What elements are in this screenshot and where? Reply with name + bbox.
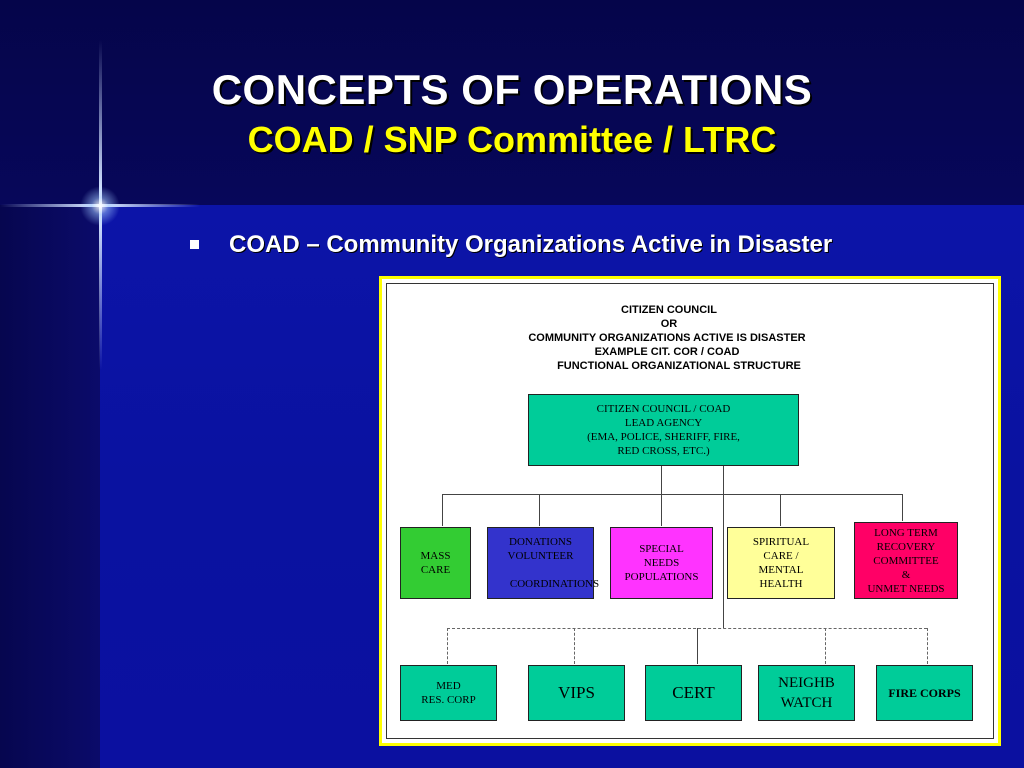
box-line: SPECIAL [639, 543, 684, 555]
neighborhood-watch-box: NEIGHB WATCH [758, 665, 855, 721]
org-heading-line: EXAMPLE CIT. COR / COAD [594, 346, 740, 358]
title-band [0, 0, 1024, 205]
box-line: & [901, 568, 911, 581]
lead-line: CITIZEN COUNCIL / COAD [596, 403, 731, 415]
bullet-text: COAD – Community Organizations Active in… [229, 231, 833, 258]
dashed-connector [825, 628, 826, 664]
lead-line: RED CROSS, ETC.) [617, 445, 710, 457]
dashed-connector [447, 628, 448, 664]
connector-line [902, 494, 903, 521]
connector-line [780, 494, 781, 526]
lead-line: (EMA, POLICE, SHERIFF, FIRE, [587, 431, 740, 443]
fire-corps-box: FIRE CORPS [876, 665, 973, 721]
org-heading-line: OR [660, 318, 678, 330]
box-line: CERT [672, 683, 715, 702]
connector-line [442, 494, 902, 495]
org-chart: CITIZEN COUNCIL OR COMMUNITY ORGANIZATIO… [386, 283, 994, 739]
dashed-connector [574, 628, 575, 664]
dashed-connector [927, 628, 928, 664]
box-line: VOLUNTEER [507, 550, 574, 562]
box-line: POPULATIONS [624, 571, 699, 583]
light-flare-glow [80, 186, 120, 226]
mass-care-box: MASS CARE [400, 527, 471, 599]
org-heading-line: CITIZEN COUNCIL [621, 304, 717, 316]
org-heading: CITIZEN COUNCIL OR COMMUNITY ORGANIZATIO… [387, 303, 947, 373]
box-line: UNMET NEEDS [867, 582, 945, 595]
connector-line [697, 628, 698, 664]
lead-line: LEAD AGENCY [624, 417, 703, 429]
box-line: MENTAL [758, 564, 804, 576]
box-line: MASS [420, 550, 451, 562]
slide-subtitle: COAD / SNP Committee / LTRC [247, 119, 777, 160]
box-line: WATCH [780, 695, 833, 711]
box-line: SPIRITUAL [752, 536, 810, 548]
org-heading-line: FUNCTIONAL ORGANIZATIONAL STRUCTURE [557, 360, 801, 372]
dashed-connector [447, 628, 927, 629]
long-term-recovery-box: LONG TERM RECOVERY COMMITTEE & UNMET NEE… [854, 522, 958, 599]
box-line: HEALTH [759, 578, 803, 590]
box-line: RECOVERY [876, 540, 936, 553]
connector-line [661, 466, 662, 494]
org-chart-frame: CITIZEN COUNCIL OR COMMUNITY ORGANIZATIO… [379, 276, 1001, 746]
connector-line [442, 494, 443, 526]
donations-volunteer-box: DONATIONS VOLUNTEER COORDINATIONS [487, 527, 599, 599]
box-line: CARE / [763, 550, 799, 562]
org-heading-line: COMMUNITY ORGANIZATIONS ACTIVE IS DISAST… [528, 332, 806, 344]
cert-box: CERT [645, 665, 742, 721]
box-line: NEIGHB [778, 675, 835, 691]
box-line: NEEDS [643, 557, 680, 569]
bullet-square-icon [190, 240, 199, 249]
box-line: RES. CORP [421, 694, 476, 706]
med-res-corp-box: MED RES. CORP [400, 665, 497, 721]
box-line: FIRE CORPS [888, 686, 961, 700]
box-line: COMMITTEE [873, 554, 939, 567]
vips-box: VIPS [528, 665, 625, 721]
connector-line [723, 466, 724, 628]
slide-title: CONCEPTS OF OPERATIONS [211, 66, 813, 113]
box-line: COORDINATIONS [509, 578, 600, 590]
box-line: VIPS [558, 683, 595, 702]
connector-line [539, 494, 540, 526]
special-needs-box: SPECIAL NEEDS POPULATIONS [610, 527, 713, 599]
box-line: MED [436, 680, 461, 692]
spiritual-care-box: SPIRITUAL CARE / MENTAL HEALTH [727, 527, 835, 599]
box-line: DONATIONS [509, 536, 572, 548]
box-line: CARE [420, 564, 451, 576]
connector-line [661, 494, 662, 526]
lead-agency-box: CITIZEN COUNCIL / COAD LEAD AGENCY (EMA,… [528, 394, 799, 466]
box-line: LONG TERM [874, 526, 938, 539]
